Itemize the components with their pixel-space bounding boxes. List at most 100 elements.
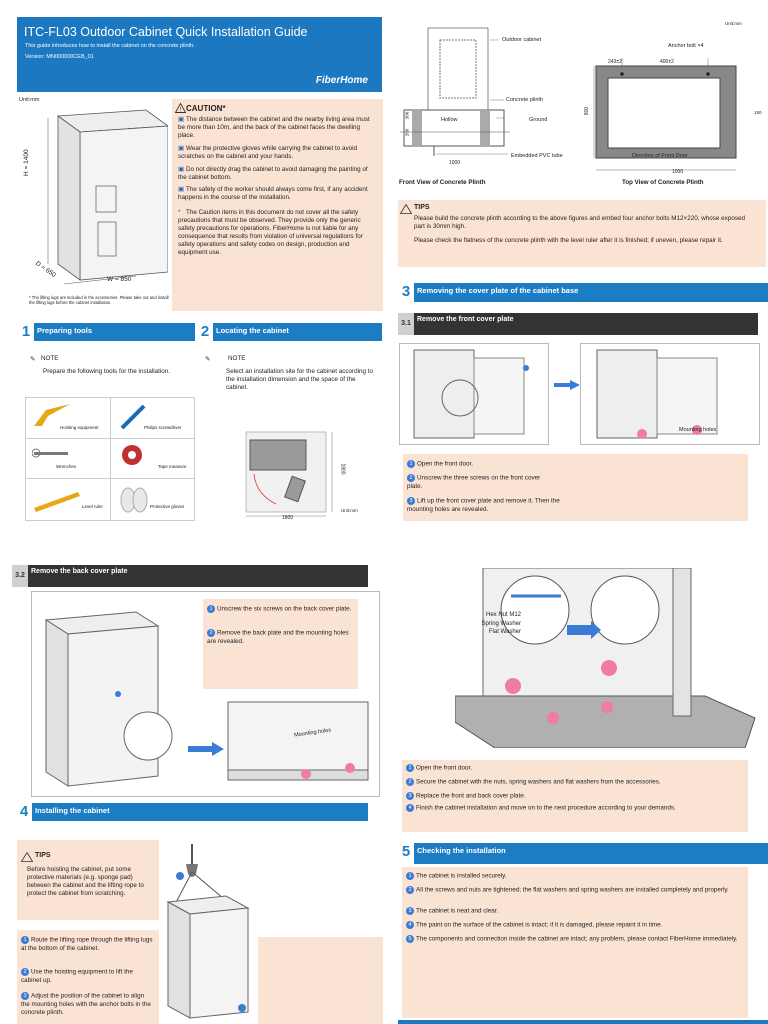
front-door-direction: Direction of Front Door (632, 153, 688, 159)
cabinet-width: W = 850 (107, 276, 132, 283)
plinth-front-view (400, 27, 510, 156)
tool-label: Philips screwdriver (144, 425, 182, 430)
anchor-bolt-label: Anchor bolt ×4 (668, 43, 704, 49)
unit-label: Unit:mm (19, 97, 40, 103)
caution-item: ▣The distance between the cabinet and th… (178, 116, 370, 139)
caution-title: CAUTION* (186, 104, 226, 113)
gloves-icon (120, 487, 148, 513)
unit-label: Unit:mm (725, 21, 742, 26)
anchor-fixing-illustration (455, 568, 756, 748)
front-plate-image-1 (399, 343, 549, 445)
page-title: ITC-FL03 Outdoor Cabinet Quick Installat… (24, 25, 308, 39)
plinth-depth-dim: 200 (404, 128, 410, 137)
lifting-lug-footnote: * The lifting lugs are included in the a… (29, 295, 169, 305)
hoisting-illustration (166, 844, 250, 1019)
caution-item: ▣The safety of the worker should always … (178, 186, 368, 201)
hoisting-note-area (258, 937, 383, 1024)
note-label: NOTE (228, 355, 246, 362)
hollow-label: Hollow (441, 117, 458, 123)
section-3-title: Removing the cover plate of the cabinet … (417, 286, 579, 295)
caution-item: ▣Do not directly drag the cabinet to avo… (178, 166, 368, 181)
cabinet-dimension-drawing (47, 109, 168, 285)
top-depth-dim: 800 (584, 106, 591, 116)
tape-measure-icon (122, 445, 142, 465)
wrench-icon (32, 448, 68, 458)
front-plate-image-2: Mounting holes (580, 343, 760, 445)
subsection-3-1-title: Remove the front cover plate (417, 316, 514, 323)
spring-washer-label: Spring Washer (481, 621, 521, 627)
caution-note: *The Caution items in this document do n… (178, 209, 363, 256)
pvc-tube-label: Embedded PVC tube (511, 153, 563, 159)
section-1-title: Preparing tools (37, 326, 93, 335)
unit-label: Unit:mm (341, 508, 358, 513)
tool-label: Tape measure (158, 464, 187, 469)
caution-box: ! CAUTION* ▣The distance between the cab… (172, 99, 383, 311)
tips-box: TIPS Please build the concrete plinth ac… (398, 200, 766, 267)
title-banner: ITC-FL03 Outdoor Cabinet Quick Installat… (17, 17, 382, 92)
tool-label: Protective gloves (150, 504, 185, 509)
plinth-height-dim: 300 (404, 111, 410, 120)
footer-bar (398, 1020, 768, 1024)
page-subtitle: This guide introduces how to install the… (25, 43, 195, 49)
tools-note: Prepare the following tools for the inst… (43, 368, 171, 375)
top-width-dim: 1000 (672, 169, 684, 175)
subsection-3-1-header: 3.1 Remove the front cover plate (398, 313, 758, 335)
section-2-title: Locating the cabinet (216, 326, 289, 335)
section-2-header: 2 Locating the cabinet (197, 323, 382, 341)
top-dim-2: 400±2 (660, 59, 674, 65)
svg-text:!: ! (180, 108, 182, 114)
note-label: NOTE (41, 355, 59, 362)
tips-icon (400, 204, 412, 214)
arrow-right-icon (188, 742, 224, 756)
screwdriver-icon (120, 404, 146, 430)
section-4-title: Installing the cabinet (35, 806, 110, 815)
arrow-right-icon (554, 380, 580, 390)
tool-label: Level ruler (82, 504, 104, 509)
section-5-header: 5 Checking the installation (398, 843, 768, 864)
clearance-height: 1800 (339, 463, 346, 475)
tips-icon (21, 852, 33, 862)
section-5-title: Checking the installation (417, 846, 506, 855)
hoisting-tips-box: TIPS Before hoisting the cabinet, put so… (17, 840, 159, 920)
top-dim-side: 150 (754, 110, 762, 115)
hoisting-tip: Before hoisting the cabinet, put some pr… (27, 866, 144, 897)
subsection-3-2-title: Remove the back cover plate (31, 568, 128, 575)
locating-note: Select an installation site for the cabi… (226, 368, 374, 391)
concrete-plinth-label: Concrete plinth (506, 97, 543, 103)
crane-icon (34, 404, 70, 426)
plinth-top-view (593, 58, 737, 171)
tips-text: Please build the concrete plinth accordi… (414, 215, 745, 230)
tips-label: TIPS (35, 852, 51, 859)
front-plate-removed-illustration (596, 349, 718, 439)
clearance-width: 1800 (282, 515, 294, 521)
front-view-caption: Front View of Concrete Plinth (399, 179, 486, 186)
clearance-drawing (245, 431, 333, 517)
tool-label: Wrenches (56, 464, 77, 469)
section-4-header: 4 Installing the cabinet (16, 803, 368, 821)
back-plate-removed-illustration (227, 701, 369, 781)
tips-text: Please check the flatness of the concret… (414, 237, 723, 244)
tips-label: TIPS (414, 204, 430, 211)
brand-logo: FiberHome (315, 75, 368, 86)
note-icon: ✎ (205, 356, 211, 363)
section-3-header: 3 Removing the cover plate of the cabine… (398, 283, 768, 302)
note-icon: ✎ (30, 356, 36, 363)
caution-item: ▣Wear the protective gloves while carryi… (178, 145, 358, 160)
ground-label: Ground (529, 117, 548, 123)
top-dim-1: 243±2 (608, 59, 622, 65)
